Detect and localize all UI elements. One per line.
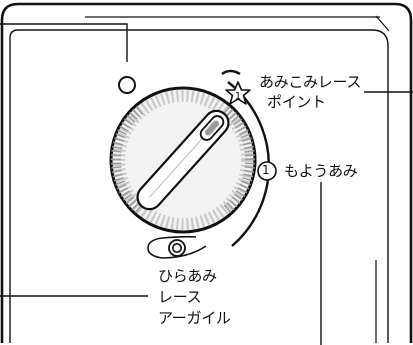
- selector-dial-icon[interactable]: [109, 86, 257, 234]
- bottom-label-line1: ひらあみ: [158, 267, 217, 285]
- bottom-label-line2: レース: [158, 288, 202, 306]
- star-mark-icon: 1: [225, 81, 251, 105]
- indicator-lamp-icon: [118, 76, 136, 94]
- lace-label-line2: ポイント: [267, 93, 326, 111]
- pattern-label: もようあみ: [284, 162, 358, 180]
- lamp-leader-line: [0, 23, 128, 62]
- svg-text:1: 1: [235, 91, 241, 102]
- lace-label-line1: あみこみレース: [259, 73, 362, 91]
- pattern-number: 1: [262, 163, 270, 177]
- panel-inner-frame: [9, 29, 389, 343]
- pattern-mark-icon: [257, 161, 277, 181]
- double-circle-mark-icon: [147, 235, 207, 259]
- bottom-label-line3: アーガイル: [158, 309, 231, 327]
